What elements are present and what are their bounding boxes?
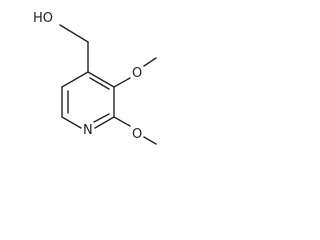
bond-o-ch3-upper: [143, 57, 157, 67]
ring-bond-c2-n: [94, 116, 115, 129]
bond-ch2-oh: [59, 24, 89, 43]
bond-o-ch3-lower: [143, 136, 157, 145]
double-bond-c4-c3: [89, 77, 110, 90]
methoxy-oxygen-upper-label: O: [132, 66, 142, 81]
bond-c3-o: [113, 77, 131, 88]
bond-c2-o: [113, 116, 131, 127]
hydroxyl-label: HO: [33, 11, 53, 26]
ring-bond-c4-c3: [87, 71, 115, 88]
ring-bond-n-c6: [61, 116, 82, 129]
methoxy-oxygen-lower-label: O: [132, 127, 142, 142]
ring-bond-c5-c4: [61, 71, 89, 88]
pyridine-nitrogen-label: N: [83, 123, 93, 138]
chemical-structure: HO O O N: [33, 11, 157, 145]
double-bond-c2-n: [93, 113, 110, 123]
